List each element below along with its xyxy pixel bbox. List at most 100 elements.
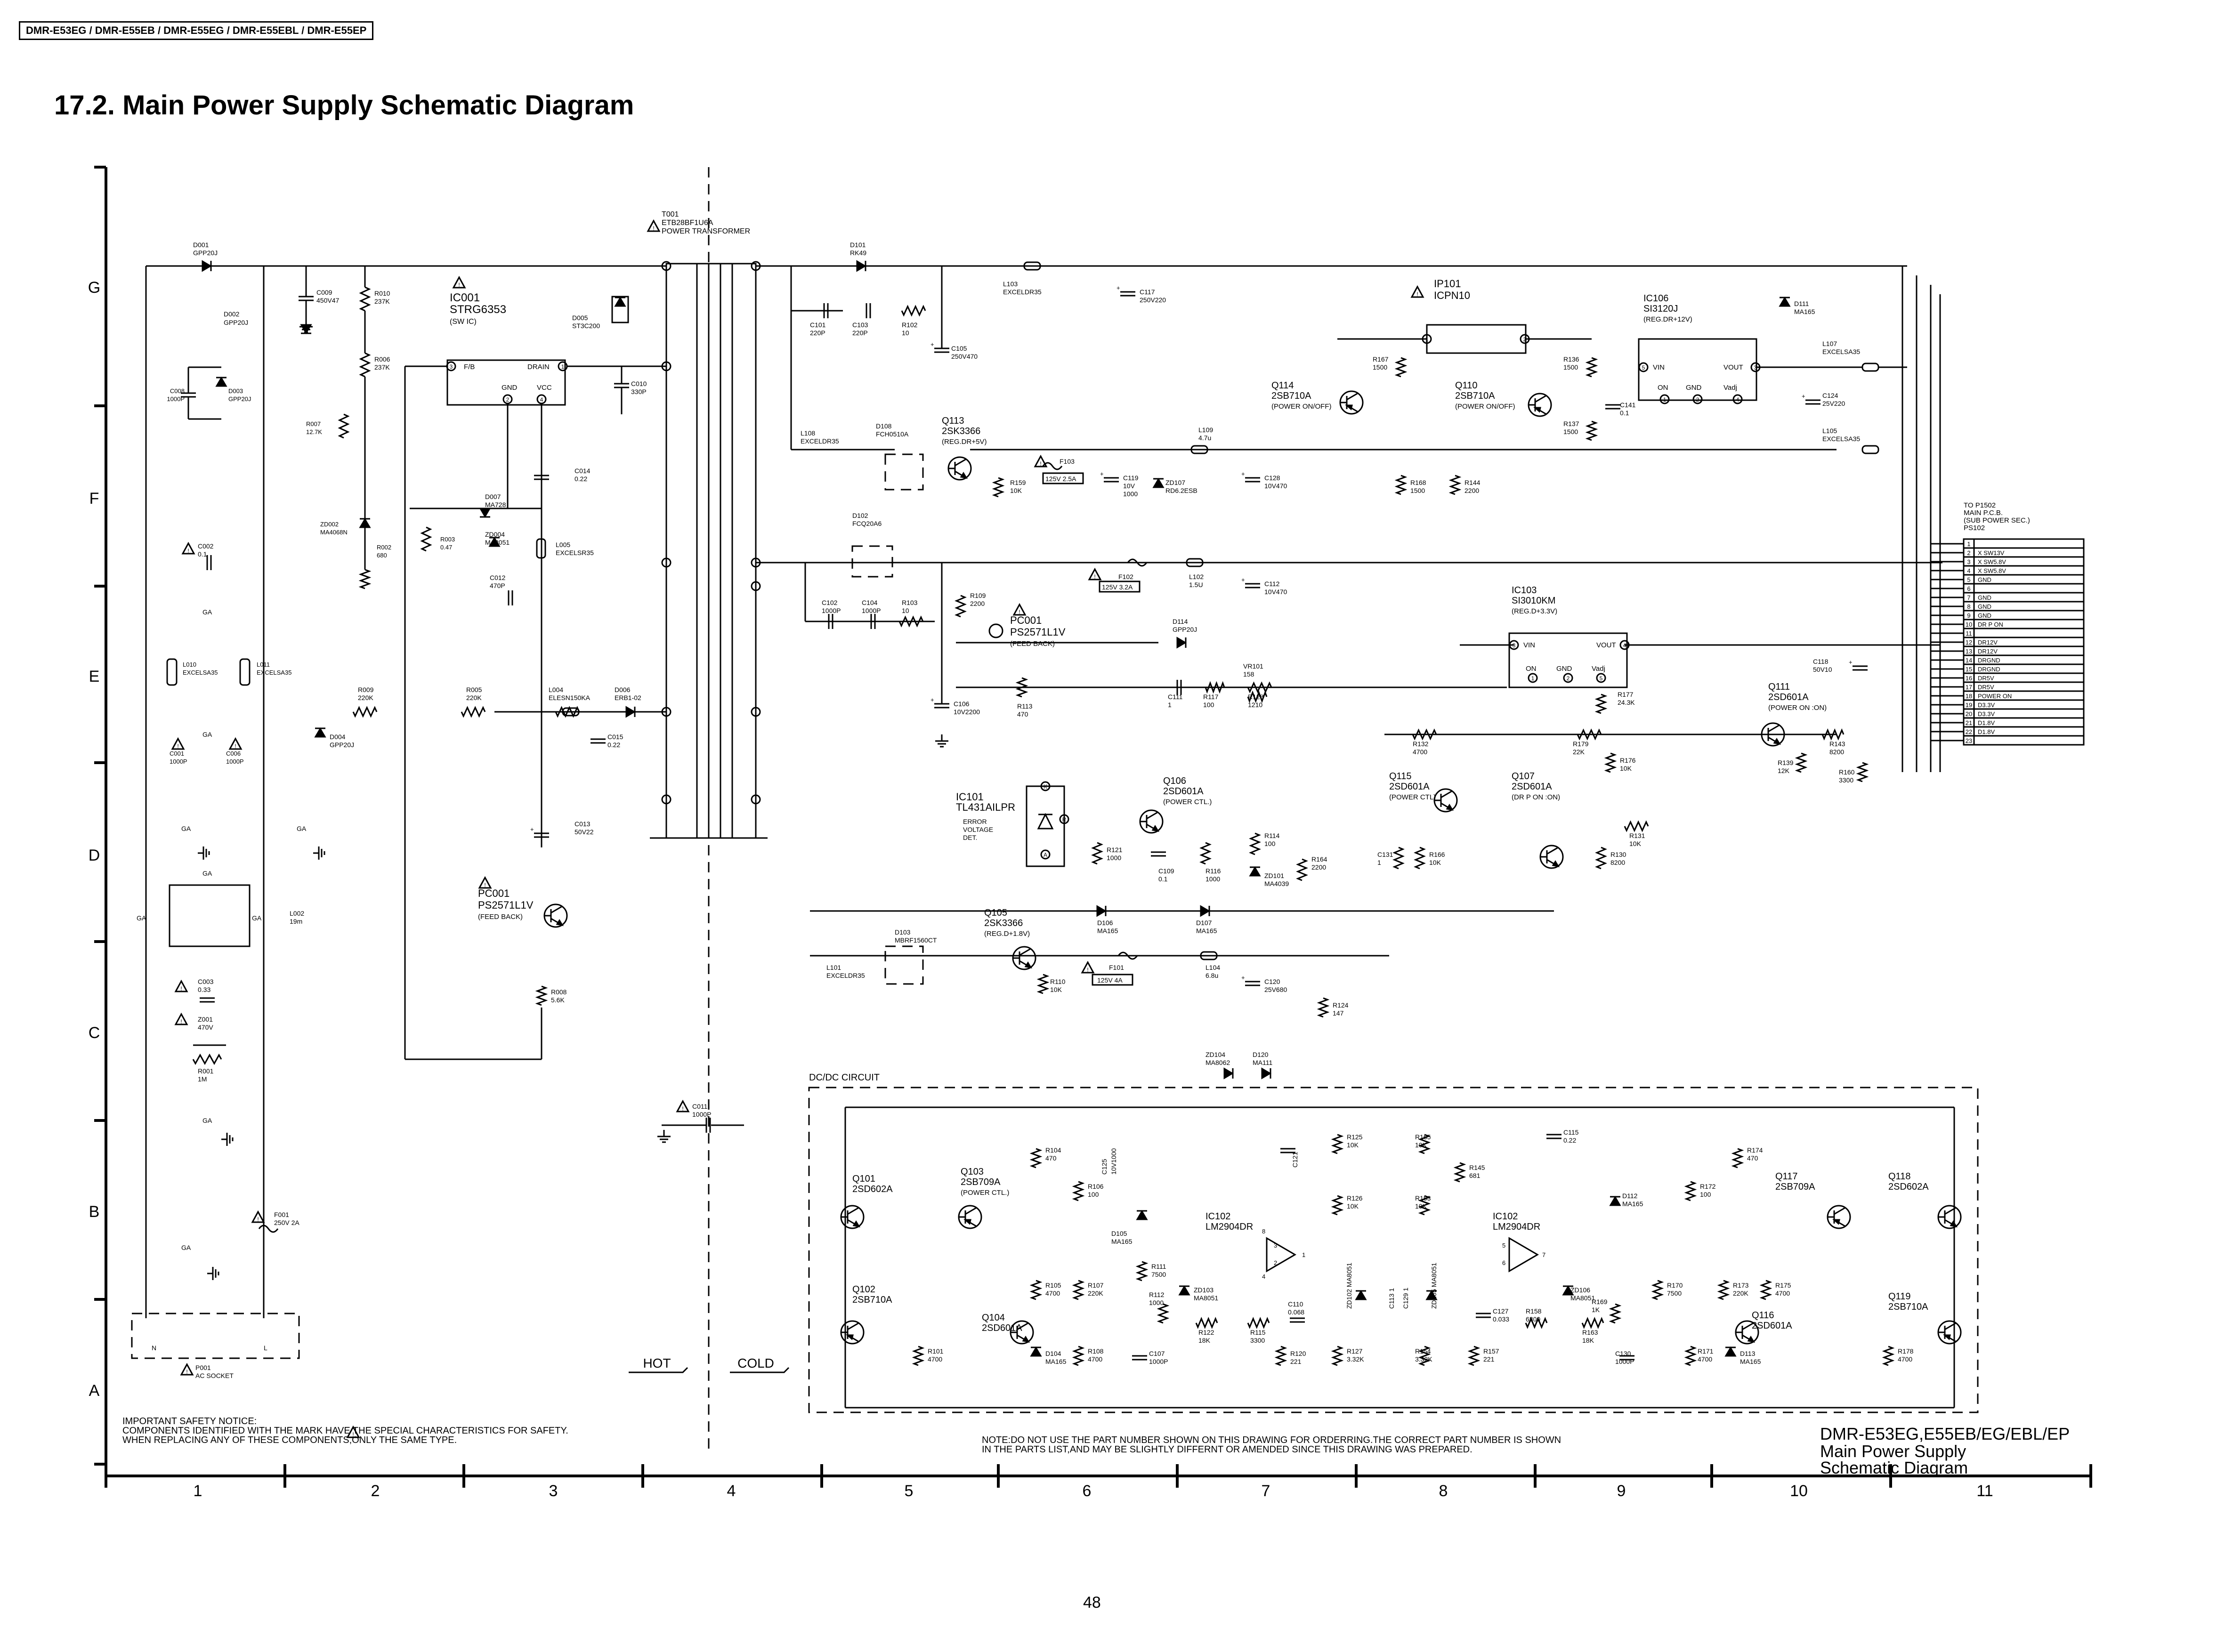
label: (POWER ON/OFF) xyxy=(1271,403,1332,411)
label: 0.068 xyxy=(1288,1308,1304,1316)
label: L005 xyxy=(556,541,570,548)
warning-icon xyxy=(1012,603,1027,616)
label: R106 xyxy=(1088,1183,1104,1190)
label: 5 xyxy=(1502,1242,1505,1249)
label: Vadj xyxy=(1592,665,1605,673)
label: 1500 xyxy=(1410,487,1425,494)
label: Q105 xyxy=(984,908,1007,918)
label: 2200 xyxy=(970,600,985,607)
label: C110 xyxy=(1288,1300,1303,1308)
label: 1 xyxy=(1531,675,1535,682)
label: GND xyxy=(502,384,518,392)
label: 470 xyxy=(1747,1154,1758,1162)
ic-body xyxy=(1508,632,1628,688)
resistor xyxy=(1882,1346,1895,1366)
label: (POWER CTL.) xyxy=(961,1189,1009,1197)
label: ELESN150KA xyxy=(549,694,591,701)
resistor xyxy=(1247,690,1268,703)
label: C131 xyxy=(1377,851,1393,858)
transistor xyxy=(965,1207,977,1215)
resistor xyxy=(1199,842,1212,865)
transistor xyxy=(1440,790,1453,798)
label: Q117 xyxy=(1775,1171,1797,1182)
label: R176 xyxy=(1620,757,1636,764)
ic-pin xyxy=(751,707,761,717)
ic-pin xyxy=(1659,394,1670,404)
title-block-model: DMR-E53EG,E55EB/EG/EBL/EP xyxy=(1820,1424,2070,1443)
label: L109 xyxy=(1198,426,1213,434)
label: 4.7u xyxy=(1198,434,1211,442)
transistor xyxy=(1535,395,1547,403)
label: ! xyxy=(257,1216,259,1223)
label: EXCELSA35 xyxy=(1822,435,1860,443)
label: D105 xyxy=(1111,1230,1127,1237)
resistor xyxy=(1296,858,1308,881)
label: 125V 4A xyxy=(1097,976,1123,984)
diode xyxy=(1249,866,1261,877)
label: 6.8u xyxy=(1206,972,1218,979)
transistor xyxy=(1151,825,1159,832)
label: R174 xyxy=(1747,1146,1763,1154)
label: MA8051 xyxy=(1194,1294,1218,1302)
label: R008 xyxy=(551,988,567,996)
label: 1000 xyxy=(1123,490,1138,498)
diode xyxy=(1176,637,1187,649)
fuse xyxy=(258,1225,279,1233)
resistor xyxy=(1585,420,1598,441)
resistor xyxy=(1205,681,1225,694)
warning-icon xyxy=(1081,960,1095,974)
ic-body xyxy=(446,359,566,406)
transistor xyxy=(1773,738,1781,745)
label: C117 xyxy=(1140,288,1155,296)
label: 100 xyxy=(1203,701,1214,709)
resistor xyxy=(1684,1181,1697,1201)
dual-diode-outline xyxy=(884,945,924,985)
label: Q113 xyxy=(942,416,964,426)
label: ! xyxy=(1019,609,1020,615)
label: 220K xyxy=(466,694,482,701)
label: R126 xyxy=(1347,1194,1363,1202)
part-number-note: IN THE PARTS LIST,AND MAY BE SLIGHTLY DI… xyxy=(982,1444,1473,1455)
ic-pin xyxy=(1596,673,1606,683)
label: 2SD602A xyxy=(1888,1182,1929,1192)
label: R167 xyxy=(1373,355,1389,363)
label: C141 xyxy=(1620,401,1636,409)
op-amp xyxy=(1266,1237,1296,1273)
resistor xyxy=(1651,1280,1664,1300)
ic-pin xyxy=(1528,673,1538,683)
label: 1500 xyxy=(1563,428,1578,435)
label: IP101 xyxy=(1434,278,1461,290)
diode xyxy=(300,324,312,334)
label: VIN xyxy=(1523,641,1535,649)
resistor xyxy=(1392,846,1405,870)
label: 147 xyxy=(1333,1009,1344,1017)
label: DRAIN xyxy=(527,363,550,371)
transistor xyxy=(1017,1322,1029,1330)
label: L108 xyxy=(801,429,815,437)
label: R104 xyxy=(1045,1146,1061,1154)
model-header: DMR-E53EG / DMR-E55EB / DMR-E55EG / DMR-… xyxy=(19,21,374,40)
resistor xyxy=(1091,842,1103,865)
inductor xyxy=(166,658,178,686)
label: Q119 xyxy=(1888,1291,1910,1302)
label: 470 xyxy=(1017,710,1028,718)
ic-body xyxy=(1026,785,1065,867)
warning-icon xyxy=(251,1210,265,1223)
op-amp xyxy=(1508,1237,1539,1273)
label: R001 xyxy=(198,1067,214,1075)
optocoupler-led xyxy=(988,623,1003,638)
label: ZD002 xyxy=(320,521,339,528)
label: R111 xyxy=(1151,1263,1166,1270)
resistor xyxy=(1249,832,1261,855)
label: GA xyxy=(202,731,212,738)
label: L010 xyxy=(183,661,196,668)
label: ! xyxy=(1040,460,1041,467)
label: 10K xyxy=(1415,1202,1427,1210)
label: C010 xyxy=(631,380,647,387)
schematic-wires xyxy=(145,265,1964,1409)
label: C003 xyxy=(198,978,214,985)
label: L105 xyxy=(1822,427,1837,435)
label: C014 xyxy=(574,467,591,475)
label: L103 xyxy=(1003,280,1018,288)
label: 3 xyxy=(450,363,453,370)
